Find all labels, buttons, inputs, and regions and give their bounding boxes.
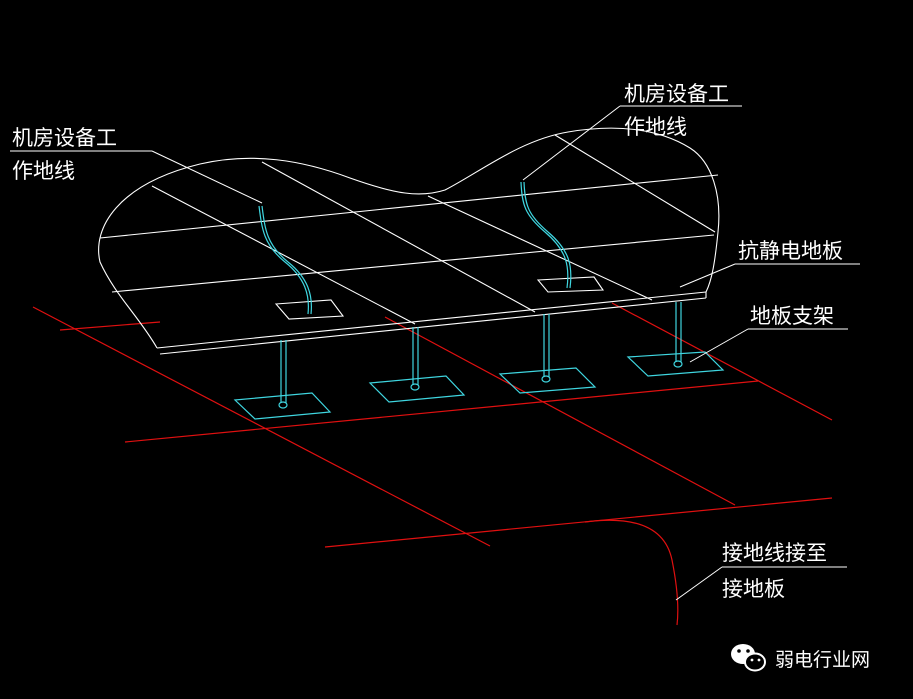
grid-line-horiz-1 (59, 321, 161, 331)
floor-support-2 (368, 327, 466, 403)
leader-floor (679, 263, 736, 288)
ground-wire-right (520, 181, 569, 289)
wechat-icon (731, 644, 766, 672)
floor-row-1 (99, 174, 719, 239)
cable-opening-right (536, 276, 605, 293)
ground-wire-left-b (261, 205, 313, 315)
antistatic-floor-slab (98, 127, 720, 355)
floor-support-4 (626, 302, 725, 377)
label-ground-to-plate-1: 接地线接至 (722, 541, 827, 565)
ground-wire-left (258, 205, 310, 315)
leader-lines (10, 105, 860, 601)
floor-col-3 (427, 195, 653, 301)
label-equipment-ground-right-1: 机房设备工 (624, 82, 729, 106)
leader-right (522, 105, 621, 181)
equipment-ground-wires (258, 181, 572, 315)
floor-col-4 (554, 134, 716, 233)
label-ground-to-plate-2: 接地板 (722, 577, 785, 601)
label-floor-support: 地板支架 (750, 304, 834, 328)
leader-support (689, 328, 749, 363)
label-antistatic-floor: 抗静电地板 (738, 239, 843, 263)
floor-outline-top (98, 127, 720, 349)
grid-line-horiz-3 (324, 497, 833, 548)
floor-support-3 (498, 314, 597, 394)
floor-support-1 (233, 340, 332, 420)
leader-ground (675, 566, 723, 601)
floor-edge-front (156, 291, 707, 349)
grid-line-diag-3 (611, 302, 833, 421)
floor-supports (233, 302, 725, 420)
grounding-grid (32, 302, 833, 626)
watermark-text: 弱电行业网 (775, 649, 870, 671)
grid-line-diag-2 (384, 316, 736, 506)
label-equipment-ground-right-2: 作地线 (624, 115, 687, 139)
floor-col-1 (151, 185, 416, 325)
leader-left (151, 150, 263, 204)
floor-col-2 (261, 161, 536, 313)
floor-edge-front-bottom (159, 297, 707, 355)
cable-opening-left (274, 299, 345, 320)
label-equipment-ground-left-1: 机房设备工 (12, 126, 117, 150)
ground-lead-curve (584, 519, 679, 626)
ground-wire-right-b (523, 181, 572, 289)
grid-line-diag-1 (32, 306, 491, 547)
label-equipment-ground-left-2: 作地线 (12, 159, 75, 183)
grid-line-horiz-2 (124, 380, 759, 443)
watermark: 弱电行业网 (731, 644, 870, 672)
floor-row-2 (111, 234, 715, 293)
